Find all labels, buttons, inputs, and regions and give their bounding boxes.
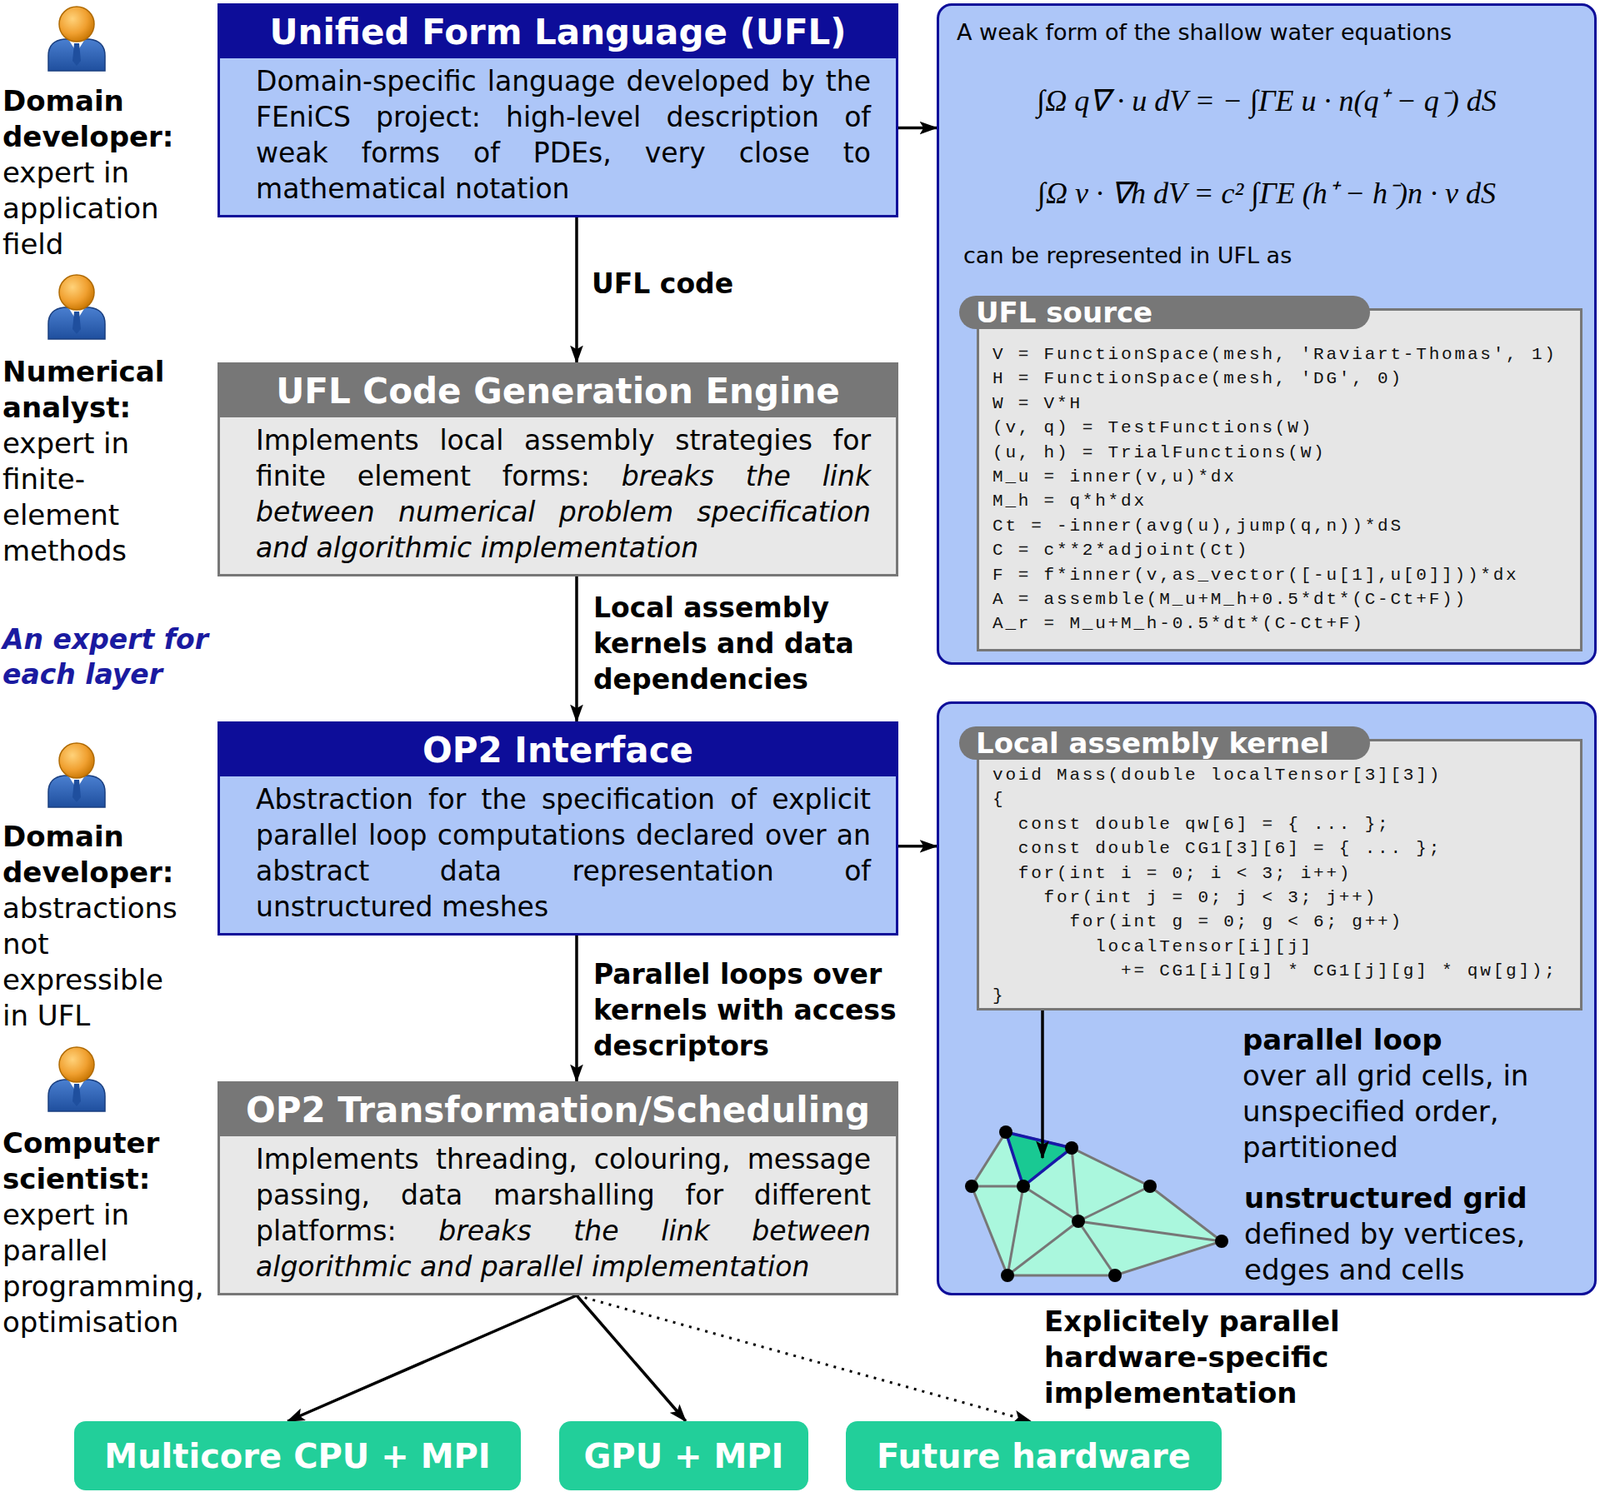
code-line: V = FunctionSpace(mesh, 'Raviart-Thomas'… [992, 342, 1580, 367]
role-name: Domain developer: [2, 819, 190, 891]
body-text: Domain-specific language developed by th… [255, 65, 871, 205]
connector-arrow [575, 217, 579, 363]
panel-text: A weak form of the shallow water equatio… [956, 17, 1590, 48]
person-icon [48, 743, 105, 808]
hardware-target: Multicore CPU + MPI [74, 1421, 521, 1491]
kernel-to-cell-arrow [1040, 1010, 1045, 1159]
mesh-vertices [965, 1125, 1229, 1283]
role-name: Domain developer: [2, 83, 215, 155]
role-name: Computer scientist: [2, 1125, 215, 1198]
hardware-label: Future hardware [876, 1437, 1191, 1476]
body-text: Abstraction for the specification of exp… [255, 783, 871, 924]
panel-text: can be represented in UFL as [963, 240, 1580, 271]
connector-arrow [898, 845, 937, 849]
output-note: Explicitely parallel hardware-specific i… [1044, 1304, 1353, 1412]
connector-arrow [287, 1295, 577, 1422]
code-line: (v, q) = TestFunctions(W) [992, 415, 1580, 440]
code-line: } [992, 984, 1580, 1009]
hardware-label: GPU + MPI [584, 1437, 785, 1476]
hardware-label: Multicore CPU + MPI [104, 1437, 490, 1476]
code-line: const double qw[6] = { ... }; [992, 812, 1580, 837]
code-line: A = assemble(M_u+M_h+0.5*dt*(C-Ct+F)) [992, 587, 1580, 612]
role-name: Numerical analyst: [2, 354, 195, 426]
panel-text: ∫Ω v · ∇h dV = c² ∫ΓE (h⁺ − h⁻)n · v dS [939, 175, 1595, 212]
connector-arrow [576, 1295, 686, 1422]
code-line: for(int g = 0; g < 6; g++) [992, 910, 1580, 935]
label-group: Computer scientist:expert in parallel pr… [2, 1125, 215, 1341]
edge-label: UFL code [591, 265, 842, 302]
mesh-edges [971, 1148, 1222, 1276]
connector-arrow [898, 126, 937, 130]
code-line: += CG1[i][g] * CG1[j][g] * qw[g]); [992, 959, 1580, 984]
role-description: expert in finite-element methods [2, 425, 195, 570]
connector-arrow [575, 576, 579, 722]
code-line: F = f*inner(v,as_vector([-u[1],u[0]]))*d… [992, 563, 1580, 588]
role-description: abstractions not expressible in UFL [2, 890, 190, 1035]
example-panel: A weak form of the shallow water equatio… [936, 3, 1597, 665]
label-group: Explicitely parallel hardware-specific i… [1044, 1304, 1353, 1412]
code-line: M_u = inner(v,u)*dx [992, 465, 1580, 490]
listing-tab: Local assembly kernel [959, 726, 1370, 760]
panel-text: unstructured grid [1244, 1180, 1578, 1217]
layer-box: OP2 Transformation/SchedulingImplements … [217, 1081, 899, 1296]
label-group: Domain developer:abstractions not expres… [2, 819, 190, 1035]
hardware-target: GPU + MPI [559, 1421, 809, 1491]
code-line: C = c**2*adjoint(Ct) [992, 538, 1580, 563]
box-body: Abstraction for the specification of exp… [220, 776, 896, 934]
code-line: H = FunctionSpace(mesh, 'DG', 0) [992, 366, 1580, 391]
mesh-outline [971, 1132, 1222, 1276]
connector-arrow [576, 1295, 1031, 1422]
edge-label: Parallel loops over kernels with access … [593, 956, 915, 1065]
box-heading: UFL Code Generation Engine [220, 365, 896, 418]
box-body: Implements threading, colouring, message… [220, 1136, 896, 1294]
code-line: localTensor[i][j] [992, 935, 1580, 960]
edge-label: Local assembly kernels and data dependen… [593, 590, 904, 698]
label-group: Numerical analyst:expert in finite-eleme… [2, 354, 195, 570]
layer-box: UFL Code Generation EngineImplements loc… [217, 362, 899, 577]
panel-text: over all grid cells, in unspecified orde… [1242, 1058, 1547, 1166]
panel-text: parallel loop [1242, 1022, 1576, 1059]
label-group: An expert for each layer [2, 622, 253, 693]
listing-tab: UFL source [959, 295, 1370, 330]
code-line: for(int j = 0; j < 3; j++) [992, 885, 1580, 910]
box-body: Implements local assembly strategies for… [220, 417, 896, 575]
role-description: expert in parallel programming, optimisa… [2, 1197, 215, 1341]
role-description: expert in application field [2, 155, 215, 263]
code-line: (u, h) = TrialFunctions(W) [992, 440, 1580, 465]
code-line: Ct = -inner(avg(u),jump(q,n))*dS [992, 514, 1580, 539]
connector-arrow [575, 935, 579, 1082]
person-icon [48, 1047, 105, 1112]
layer-note: An expert for each layer [2, 622, 253, 693]
box-heading: Unified Form Language (UFL) [220, 5, 896, 59]
code-line: W = V*H [992, 391, 1580, 416]
box-body: Domain-specific language developed by th… [220, 58, 896, 215]
label-group: Domain developer:expert in application f… [2, 83, 215, 263]
code-listing: Local assembly kernelvoid Mass(double lo… [976, 739, 1583, 1011]
highlighted-cell [1005, 1132, 1072, 1187]
person-icon [48, 6, 105, 71]
panel-text: defined by vertices, edges and cells [1244, 1216, 1549, 1289]
layer-box: Unified Form Language (UFL) Domain-specif… [217, 3, 899, 218]
box-heading: OP2 Transformation/Scheduling [220, 1084, 896, 1137]
code-line: for(int i = 0; i < 3; i++) [992, 861, 1580, 886]
hardware-target: Future hardware [845, 1421, 1222, 1491]
code-line: void Mass(double localTensor[3][3]) [992, 763, 1580, 788]
box-heading: OP2 Interface [220, 724, 896, 777]
person-icon [48, 275, 105, 340]
code-line: M_h = q*h*dx [992, 489, 1580, 514]
code-line: A_r = M_u+M_h-0.5*dt*(C-Ct+F) [992, 611, 1580, 636]
panel-text: ∫Ω q∇ · u dV = − ∫ΓE u · n(q⁺ − q⁻) dS [939, 82, 1595, 120]
example-panel: parallel loopover all grid cells, in uns… [936, 701, 1597, 1296]
code-listing: UFL sourceV = FunctionSpace(mesh, 'Ravia… [976, 308, 1583, 652]
code-line: { [992, 787, 1580, 812]
code-line: const double CG1[3][6] = { ... }; [992, 836, 1580, 861]
layer-box: OP2 InterfaceAbstraction for the specifi… [217, 721, 899, 936]
